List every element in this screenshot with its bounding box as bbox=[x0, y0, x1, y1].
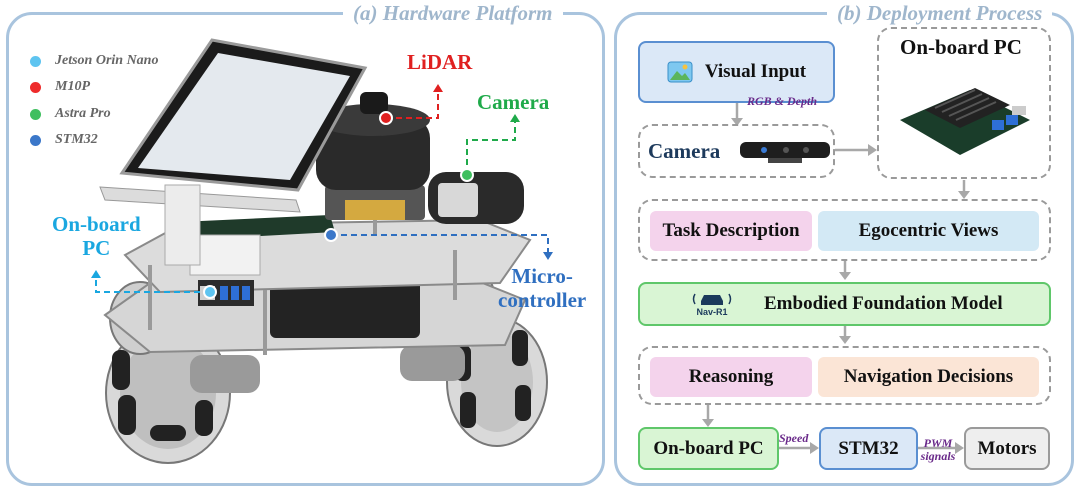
hardware-platform-title: (a) Hardware Platform bbox=[343, 1, 563, 25]
pwm-label-line1: PWM bbox=[923, 436, 953, 450]
pwm-signals-label: PWM signals bbox=[918, 437, 958, 463]
onboard-pc-title: On-board PC bbox=[900, 35, 1022, 59]
reasoning-box: Reasoning bbox=[650, 357, 812, 397]
camera-label: Camera bbox=[648, 139, 721, 163]
stm32-box: STM32 bbox=[819, 427, 918, 470]
legend-dot-icon bbox=[30, 108, 41, 120]
display-screen-icon bbox=[99, 38, 368, 266]
nav-r1-label: Nav-R1 bbox=[696, 307, 728, 317]
deployment-process-title: (b) Deployment Process bbox=[827, 1, 1053, 25]
micro-callout-line bbox=[331, 234, 549, 252]
legend-dot-icon bbox=[30, 55, 41, 67]
pc-callout-line bbox=[95, 278, 210, 293]
camera-device-icon bbox=[740, 142, 830, 163]
micro-label-line1: Micro- bbox=[511, 264, 573, 288]
legend-label: M10P bbox=[55, 79, 90, 94]
lidar-marker-icon bbox=[379, 111, 393, 125]
legend-dot-icon bbox=[30, 81, 41, 93]
lidar-callout-line bbox=[386, 92, 439, 119]
legend-m10p: M10P bbox=[30, 79, 90, 95]
output-group bbox=[638, 346, 1051, 405]
legend-jetson: Jetson Orin Nano bbox=[30, 53, 158, 69]
input-group bbox=[638, 199, 1051, 261]
visual-input-label: Visual Input bbox=[704, 61, 807, 82]
jetson-board-icon bbox=[900, 88, 1030, 155]
rgb-depth-label: RGB & Depth bbox=[747, 94, 818, 108]
bottom-onboard-pc-box: On-board PC bbox=[638, 427, 779, 470]
camera-group bbox=[638, 124, 835, 178]
micro-label-line2: controller bbox=[498, 288, 587, 312]
lidar-label: LiDAR bbox=[407, 50, 473, 74]
car-icon bbox=[692, 293, 732, 305]
wheel-front-right-icon bbox=[446, 317, 548, 447]
legend-stm32: STM32 bbox=[30, 132, 98, 148]
navigation-decisions-box: Navigation Decisions bbox=[818, 357, 1039, 397]
nav-r1-logo: Nav-R1 bbox=[692, 291, 732, 317]
task-description-box: Task Description bbox=[650, 211, 812, 251]
pc-marker-icon bbox=[203, 285, 217, 299]
camera-label: Camera bbox=[477, 90, 550, 114]
legend-label: Jetson Orin Nano bbox=[55, 53, 159, 68]
camera-callout-line bbox=[466, 122, 516, 175]
speed-label: Speed bbox=[779, 431, 809, 445]
egocentric-views-box: Egocentric Views bbox=[818, 211, 1039, 251]
camera-marker-icon bbox=[460, 168, 474, 182]
onboard-pc-label-line2: PC bbox=[82, 236, 111, 260]
legend-dot-icon bbox=[30, 134, 41, 146]
image-icon bbox=[667, 61, 693, 83]
legend-label: Astra Pro bbox=[55, 106, 111, 121]
onboard-pc-group bbox=[877, 27, 1051, 179]
motors-box: Motors bbox=[964, 427, 1050, 470]
onboard-pc-label-line1: On-board bbox=[52, 212, 141, 236]
onboard-pc-label: On-board PC bbox=[52, 212, 141, 260]
pwm-label-line2: signals bbox=[920, 449, 956, 463]
legend-label: STM32 bbox=[55, 132, 98, 147]
visual-input-box: Visual Input bbox=[638, 41, 835, 103]
hardware-platform-panel bbox=[6, 12, 605, 486]
legend-astra: Astra Pro bbox=[30, 106, 111, 122]
micro-marker-icon bbox=[324, 228, 338, 242]
microcontroller-label: Micro- controller bbox=[498, 264, 586, 312]
foundation-model-box: Nav-R1 Embodied Foundation Model bbox=[638, 282, 1051, 326]
foundation-model-label: Embodied Foundation Model bbox=[764, 293, 1003, 314]
